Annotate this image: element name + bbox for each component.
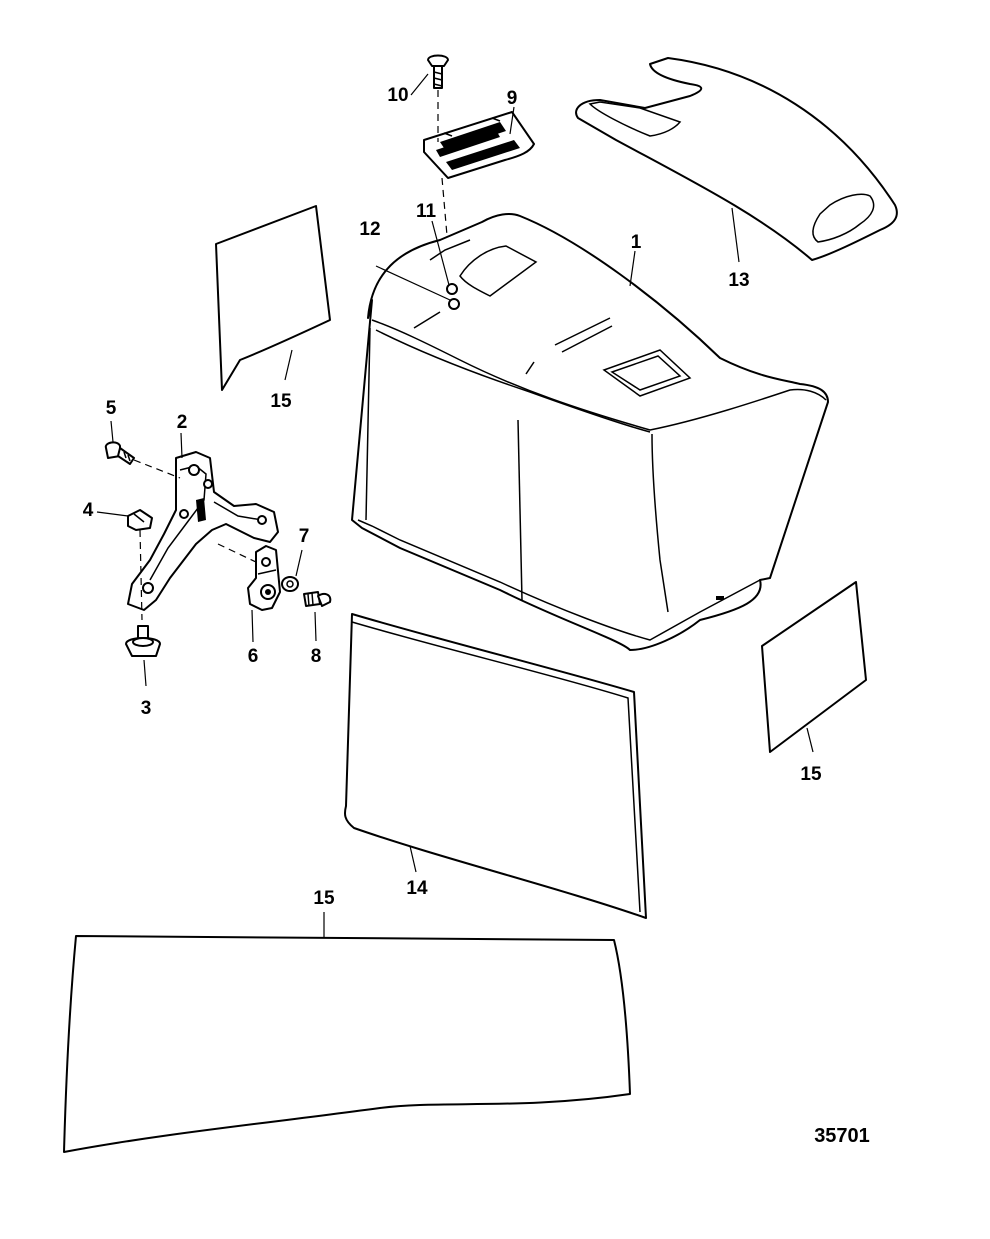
bottom-decal-part-15 [63, 935, 631, 1153]
side-decal-left-part-15 [215, 205, 331, 391]
grommet-part-11 [446, 283, 458, 295]
callout-12: 12 [359, 219, 380, 240]
callout-2: 2 [177, 412, 188, 433]
callouts: 1 2 3 4 5 6 7 8 9 10 11 12 13 14 15 15 1… [83, 85, 822, 909]
screw-part-5 [104, 441, 135, 465]
callout-14: 14 [406, 878, 428, 899]
callout-1: 1 [631, 232, 642, 253]
callout-8: 8 [311, 646, 322, 667]
callout-13: 13 [728, 270, 749, 291]
figure-number: 35701 [814, 1125, 870, 1147]
bolt-part-3 [125, 625, 161, 657]
callout-6: 6 [248, 646, 259, 667]
callout-15-right: 15 [800, 764, 822, 785]
callout-15-bottom: 15 [313, 888, 335, 909]
latch-part-6 [247, 545, 281, 611]
vent-grill-part-9 [423, 111, 535, 179]
clip-part-4 [127, 509, 153, 531]
callout-3: 3 [141, 698, 152, 719]
callout-15-upper-left: 15 [270, 391, 292, 412]
front-decal-part-14 [344, 613, 647, 919]
top-cowl-part-1 [351, 213, 829, 651]
bolt-part-8 [303, 591, 332, 607]
callout-7: 7 [299, 526, 310, 547]
leader-lines [96, 73, 814, 938]
screw-part-10 [427, 54, 449, 89]
callout-11: 11 [416, 201, 437, 222]
callout-5: 5 [106, 398, 117, 419]
side-decal-right-part-15 [761, 581, 867, 753]
top-decal-part-13 [575, 57, 898, 261]
callout-10: 10 [387, 85, 408, 106]
washer-part-7 [281, 576, 299, 592]
callout-4: 4 [83, 500, 94, 521]
washer-part-12 [448, 298, 460, 310]
callout-9: 9 [507, 88, 518, 109]
